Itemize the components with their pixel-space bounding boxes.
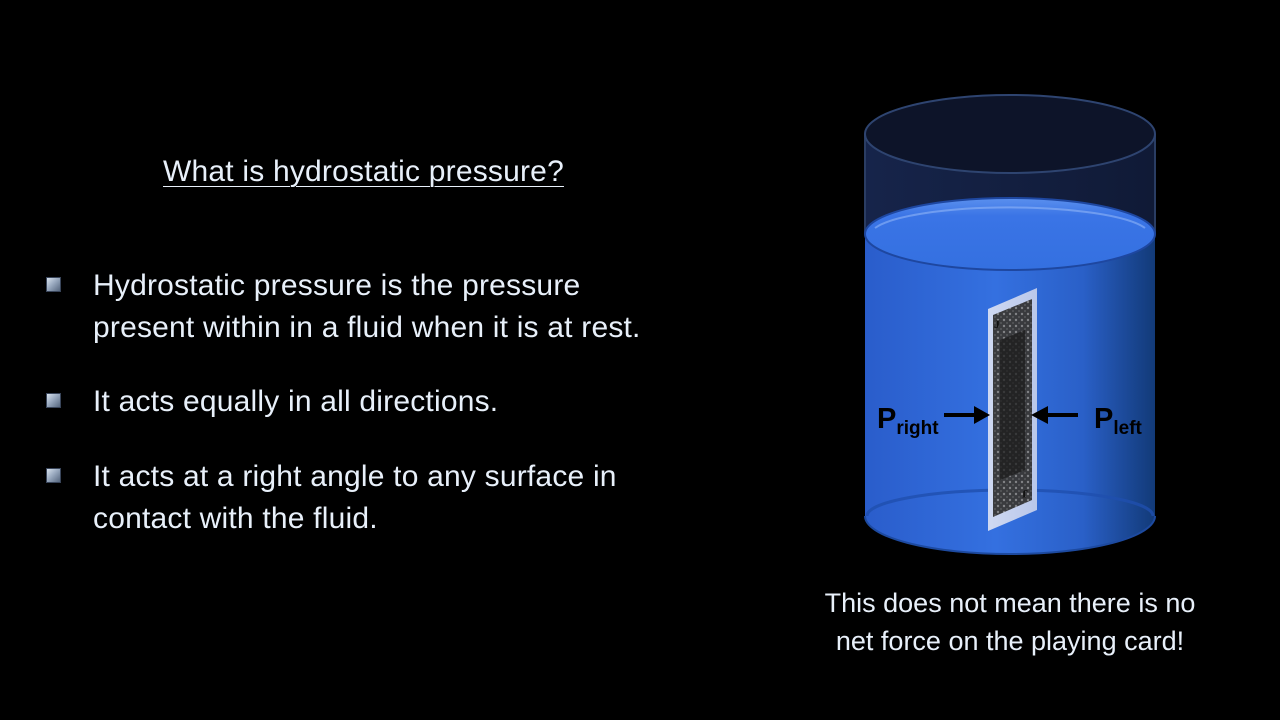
p-right-subscript: right [896, 418, 939, 439]
square-bullet-icon [46, 468, 61, 483]
arrow-left-pointing-icon [1031, 406, 1078, 424]
bullet-text: It acts at a right angle to any surface … [93, 456, 617, 540]
bullet-line: Hydrostatic pressure is the pressure [93, 269, 581, 302]
caption-line: net force on the playing card! [835, 626, 1185, 656]
svg-text:J: J [1022, 487, 1028, 501]
bullet-text: Hydrostatic pressure is the pressure pre… [93, 265, 641, 349]
caption-line: This does not mean there is no [824, 588, 1196, 618]
slide-title: What is hydrostatic pressure? [163, 155, 564, 188]
bullet-line: present within in a fluid when it is at … [93, 311, 641, 344]
bullet-line: contact with the fluid. [93, 502, 378, 535]
water [864, 197, 1156, 555]
bullet-text: It acts equally in all directions. [93, 381, 498, 423]
svg-text:J: J [994, 317, 1000, 331]
playing-card-jack-icon: J J [988, 288, 1037, 531]
p-left-label: Pleft [1094, 403, 1143, 439]
p-right-main: P [877, 403, 896, 435]
p-left-main: P [1094, 403, 1113, 435]
bullet-line: It acts at a right angle to any surface … [93, 460, 617, 493]
p-right-label: Pright [877, 403, 939, 439]
arrow-right-pointing-icon [944, 406, 990, 424]
bullet-line: It acts equally in all directions. [93, 385, 499, 418]
square-bullet-icon [46, 277, 61, 292]
diagram-caption: This does not mean there is no net force… [790, 584, 1230, 660]
p-left-subscript: left [1113, 418, 1142, 439]
square-bullet-icon [46, 393, 61, 408]
